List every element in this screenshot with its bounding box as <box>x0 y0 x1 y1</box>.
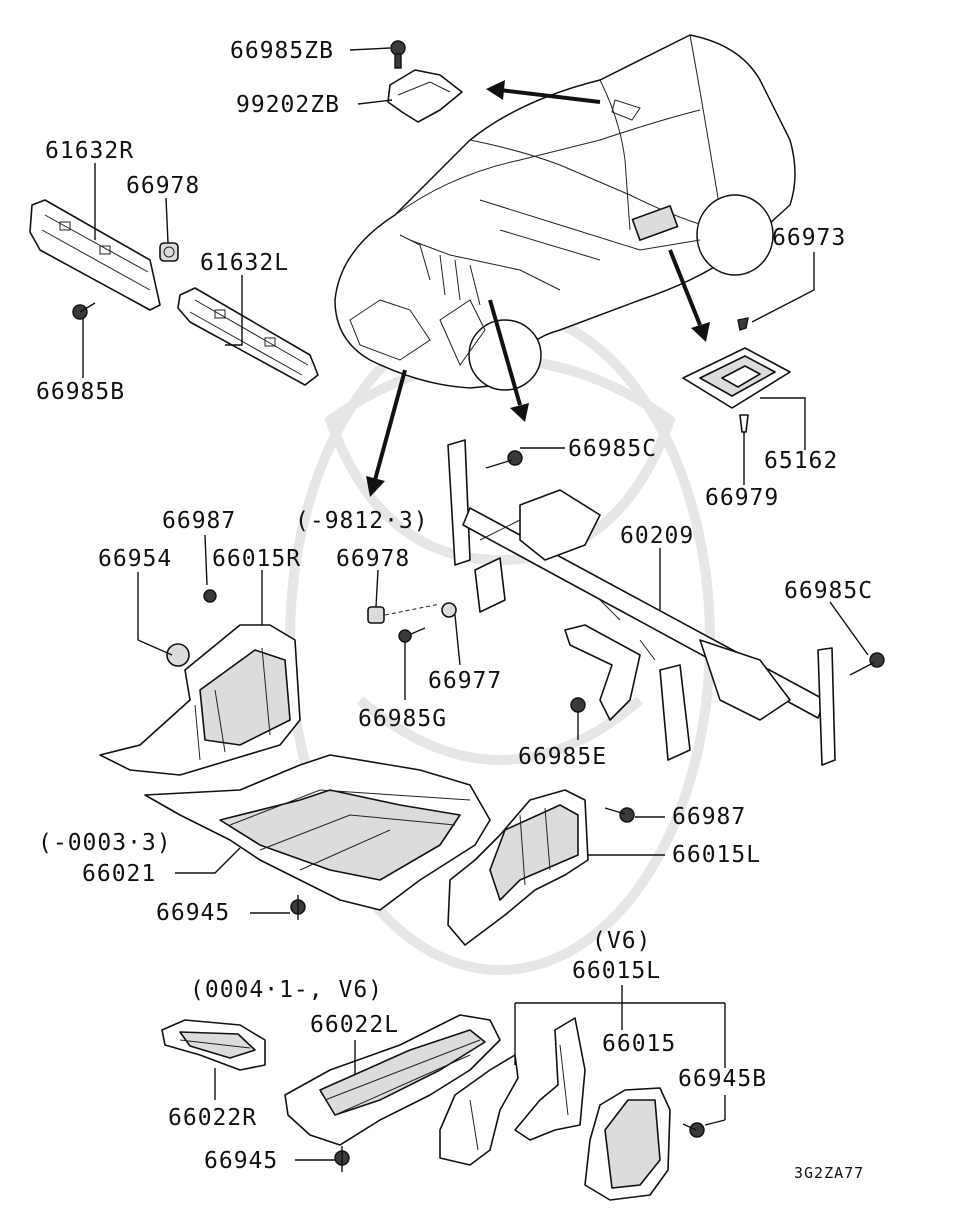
label-66022l: 66022L <box>310 1012 399 1038</box>
label-66945-bottom: 66945 <box>204 1148 278 1174</box>
label-66985c-top: 66985C <box>568 436 657 462</box>
splash-shield-66015r <box>99 589 301 776</box>
label-66985c-right: 66985C <box>784 578 873 604</box>
label-note-0003: (-0003·3) <box>38 830 172 856</box>
label-66973: 66973 <box>772 225 846 251</box>
label-66985b: 66985B <box>36 379 125 405</box>
label-66977: 66977 <box>428 668 502 694</box>
splash-shield-66015l <box>447 789 635 946</box>
label-66978-top: 66978 <box>126 173 200 199</box>
label-66985g: 66985G <box>358 706 447 732</box>
splash-shield-66015-v6 <box>584 1087 705 1201</box>
label-66985zb: 66985ZB <box>230 38 334 64</box>
label-66979: 66979 <box>705 485 779 511</box>
label-66015l-bottom: 66015L <box>572 958 661 984</box>
label-66945-mid: 66945 <box>156 900 230 926</box>
label-note-0004: (0004·1-, V6) <box>190 977 383 1003</box>
label-66022r: 66022R <box>168 1105 257 1131</box>
fasteners-66978-66977-66985g <box>367 602 457 643</box>
label-66954: 66954 <box>98 546 172 572</box>
leader-lines <box>82 47 869 1161</box>
crossmember-61632l <box>177 287 319 386</box>
label-66985e: 66985E <box>518 744 607 770</box>
undercover-66022l <box>284 1014 501 1172</box>
label-65162: 65162 <box>764 448 838 474</box>
label-66987-top: 66987 <box>162 508 236 534</box>
undercover-66022r <box>161 1019 266 1071</box>
label-note-9812: (-9812·3) <box>295 508 429 534</box>
label-61632l: 61632L <box>200 250 289 276</box>
part-labels: 66985ZB 99202ZB 61632R 66978 61632L 6698… <box>36 38 873 1182</box>
label-66015r: 66015R <box>212 546 301 572</box>
label-60209: 60209 <box>620 523 694 549</box>
clip-66978-top <box>159 242 179 262</box>
bracket-99202zb <box>387 40 463 123</box>
splash-shield-66015l-v6 <box>439 1017 586 1166</box>
label-66987-mid: 66987 <box>672 804 746 830</box>
label-66021: 66021 <box>82 861 156 887</box>
label-note-v6: (V6) <box>592 928 651 954</box>
label-66015: 66015 <box>602 1031 676 1057</box>
diagram-code: 3G2ZA77 <box>794 1164 864 1182</box>
label-61632r: 61632R <box>45 138 134 164</box>
cover-65162 <box>682 317 791 433</box>
label-66978-mid: 66978 <box>336 546 410 572</box>
label-66015l-mid: 66015L <box>672 842 761 868</box>
label-99202zb: 99202ZB <box>236 92 340 118</box>
steering-support-member-60209 <box>447 439 885 766</box>
undercover-66021 <box>144 754 491 920</box>
leader-arrows <box>366 80 710 497</box>
crossmember-61632r <box>29 199 161 320</box>
label-66945b: 66945B <box>678 1066 767 1092</box>
